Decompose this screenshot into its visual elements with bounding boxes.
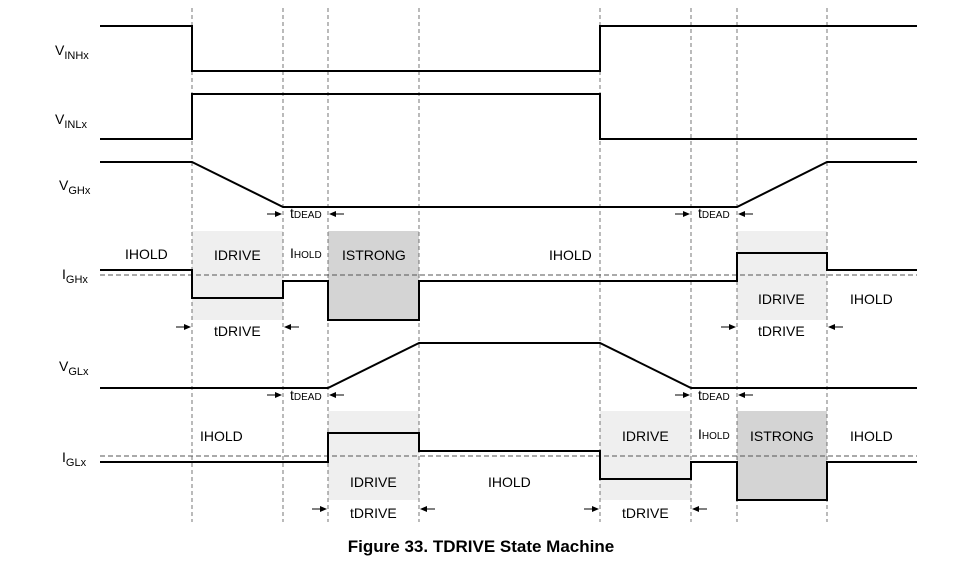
tdrive-label-3: tDRIVE: [350, 505, 397, 521]
current-reference-lines: [100, 274, 917, 457]
signal-names: VINHx VINLx VGHx IGHx VGLx IGLx: [55, 42, 91, 469]
tdrive-label-1: tDRIVE: [214, 323, 261, 339]
igl-waveform: [100, 432, 917, 501]
igh-hold-label-1: IHOLD: [125, 246, 168, 262]
igl-hold-label-3: IHOLD: [698, 426, 730, 442]
signal-name-igl: IGLx: [62, 449, 87, 469]
igl-phase-labels: IHOLD IDRIVE IHOLD IDRIVE IHOLD ISTRONG …: [200, 426, 893, 490]
igh-hold-label-3: IHOLD: [549, 247, 592, 263]
tdrive-label-2: tDRIVE: [758, 323, 805, 339]
timing-annotations: tDEAD tDEAD tDRIVE tDRIVE tDEAD tDEAD tD…: [176, 205, 843, 521]
igl-drive-region-1: [328, 411, 419, 500]
tdead-label-3: tDEAD: [290, 387, 322, 403]
waveforms: [100, 25, 917, 501]
igl-hold-label-1: IHOLD: [200, 428, 243, 444]
vinh-waveform: [100, 25, 917, 72]
signal-name-vgh: VGHx: [59, 177, 91, 197]
igh-drive-region-2: [737, 231, 827, 320]
phase-regions: [192, 231, 827, 500]
signal-name-vinl: VINLx: [55, 111, 87, 131]
signal-name-igh: IGHx: [62, 266, 88, 286]
igh-strong-label: ISTRONG: [342, 247, 406, 263]
igh-drive-label-2: IDRIVE: [758, 291, 805, 307]
igl-drive-region-2: [600, 411, 691, 500]
tdead-label-1: tDEAD: [290, 205, 322, 221]
tdrive-label-4: tDRIVE: [622, 505, 669, 521]
igh-waveform: [100, 252, 917, 321]
igl-hold-label-2: IHOLD: [488, 474, 531, 490]
vgl-waveform: [100, 342, 917, 389]
igh-hold-label-2: IHOLD: [290, 245, 322, 261]
figure-caption: Figure 33. TDRIVE State Machine: [348, 537, 614, 556]
signal-name-vgl: VGLx: [59, 358, 89, 378]
vgh-waveform: [100, 161, 917, 208]
signal-name-vinh: VINHx: [55, 42, 89, 62]
vinl-waveform: [100, 93, 917, 140]
igh-phase-labels: IHOLD IDRIVE IHOLD ISTRONG IHOLD IDRIVE …: [125, 245, 893, 307]
igh-drive-label-1: IDRIVE: [214, 247, 261, 263]
igh-hold-label-4: IHOLD: [850, 291, 893, 307]
igh-drive-region-1: [192, 231, 283, 320]
igl-strong-label: ISTRONG: [750, 428, 814, 444]
igl-strong-region: [737, 411, 827, 500]
time-markers: [191, 8, 828, 522]
igl-hold-label-4: IHOLD: [850, 428, 893, 444]
igl-drive-label-1: IDRIVE: [350, 474, 397, 490]
igl-drive-label-2: IDRIVE: [622, 428, 669, 444]
tdead-label-4: tDEAD: [698, 387, 730, 403]
igh-strong-region: [328, 231, 419, 320]
tdead-label-2: tDEAD: [698, 205, 730, 221]
